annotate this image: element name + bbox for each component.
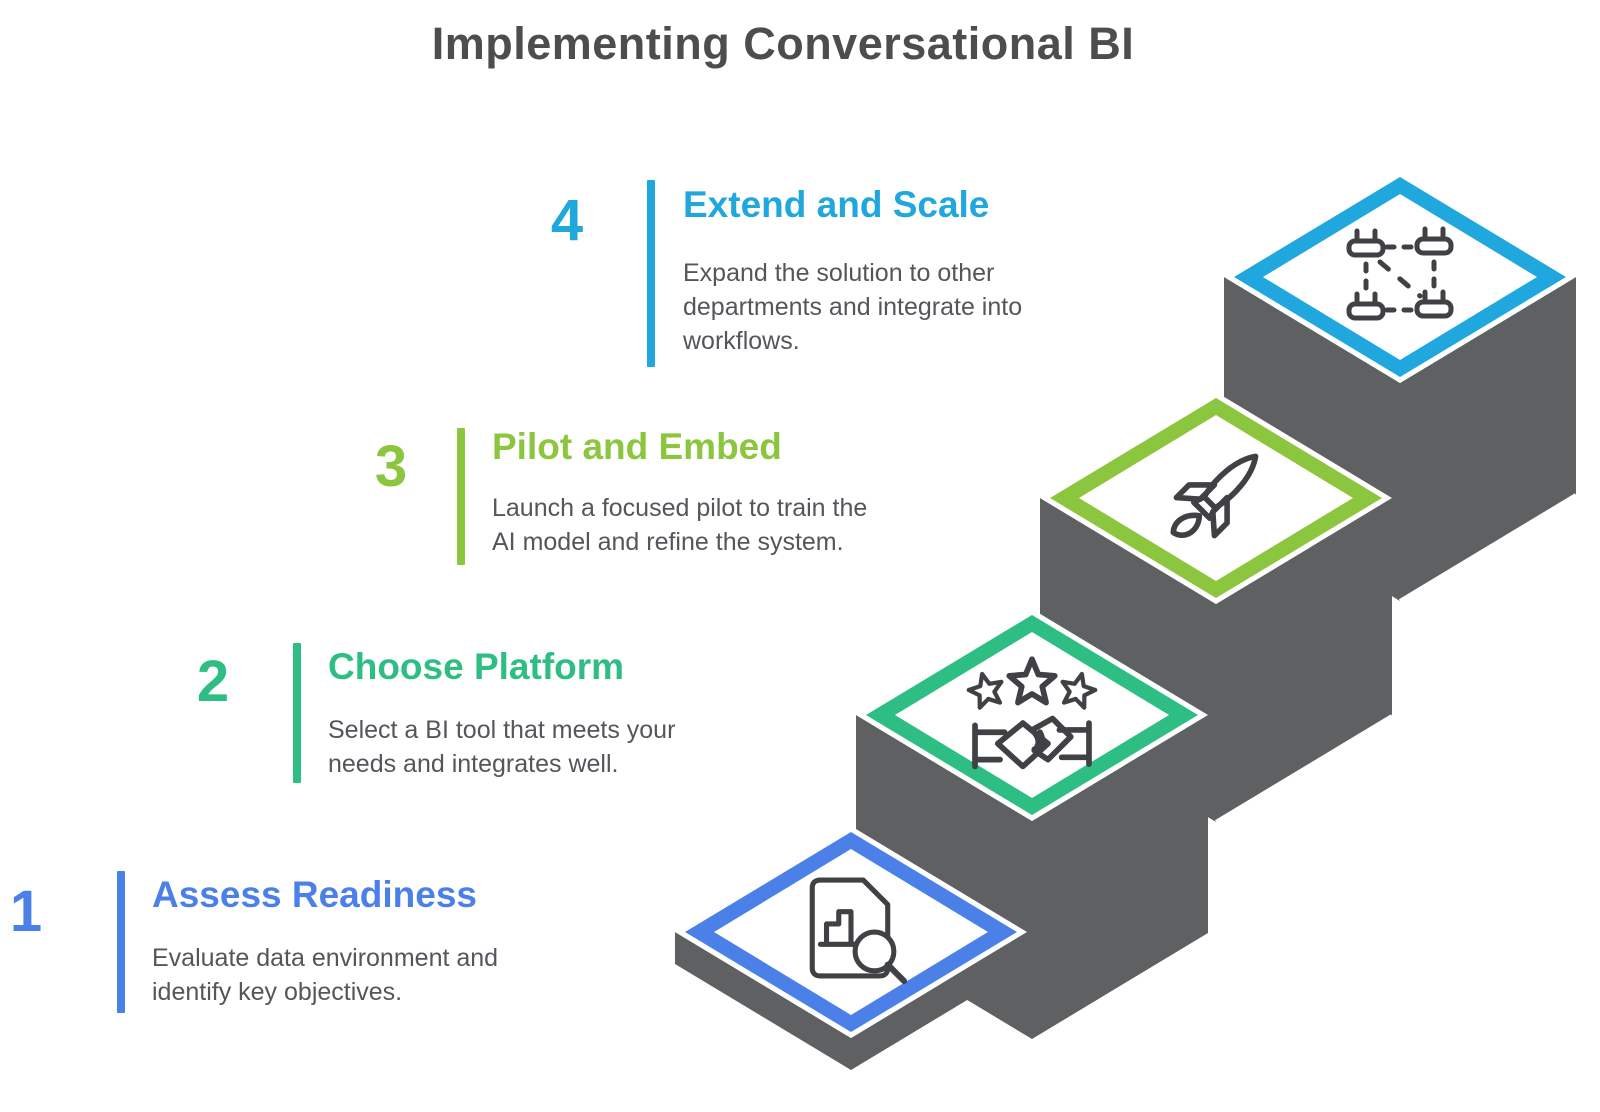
- step-2-heading: Choose Platform: [328, 646, 625, 687]
- step-2-number: 2: [196, 649, 230, 714]
- step-4-number: 4: [550, 188, 584, 253]
- step-1-number: 1: [9, 879, 43, 944]
- step-1-description: Evaluate data environment and identify k…: [152, 944, 499, 1006]
- step-1-heading: Assess Readiness: [152, 874, 477, 915]
- step-1-right-face: [851, 932, 1027, 1070]
- step-3-heading: Pilot and Embed: [492, 426, 782, 467]
- step-2-accent-bar: [293, 643, 301, 783]
- step-1-accent-bar: [117, 871, 125, 1013]
- plugs-network-icon: [1346, 226, 1454, 321]
- page-title: Implementing Conversational BI: [431, 18, 1135, 69]
- step-3-inner-diamond: [1079, 415, 1353, 581]
- step-separator-line: [1398, 493, 1578, 603]
- step-3-accent-bar: [457, 428, 465, 565]
- step-2-inner-diamond: [895, 632, 1169, 798]
- step-2-right-face: [1032, 715, 1208, 1039]
- step-4-heading: Extend and Scale: [683, 184, 990, 225]
- document-chart-search-icon: [809, 877, 908, 985]
- step-1-block: [675, 826, 1027, 1070]
- stars-handshake-icon: [966, 659, 1098, 770]
- step-separator-line: [1214, 714, 1394, 824]
- step-3-description: Launch a focused pilot to train the AI m…: [492, 494, 868, 556]
- step-3-number: 3: [374, 434, 408, 499]
- step-1-left-face: [675, 932, 851, 1070]
- step-4-description: Expand the solution to other departments…: [683, 259, 1023, 355]
- step-4-accent-bar: [647, 180, 655, 367]
- step-2-description: Select a BI tool that meets your needs a…: [328, 716, 676, 778]
- rocket-icon: [1170, 453, 1259, 539]
- step-3-block: [1040, 392, 1392, 822]
